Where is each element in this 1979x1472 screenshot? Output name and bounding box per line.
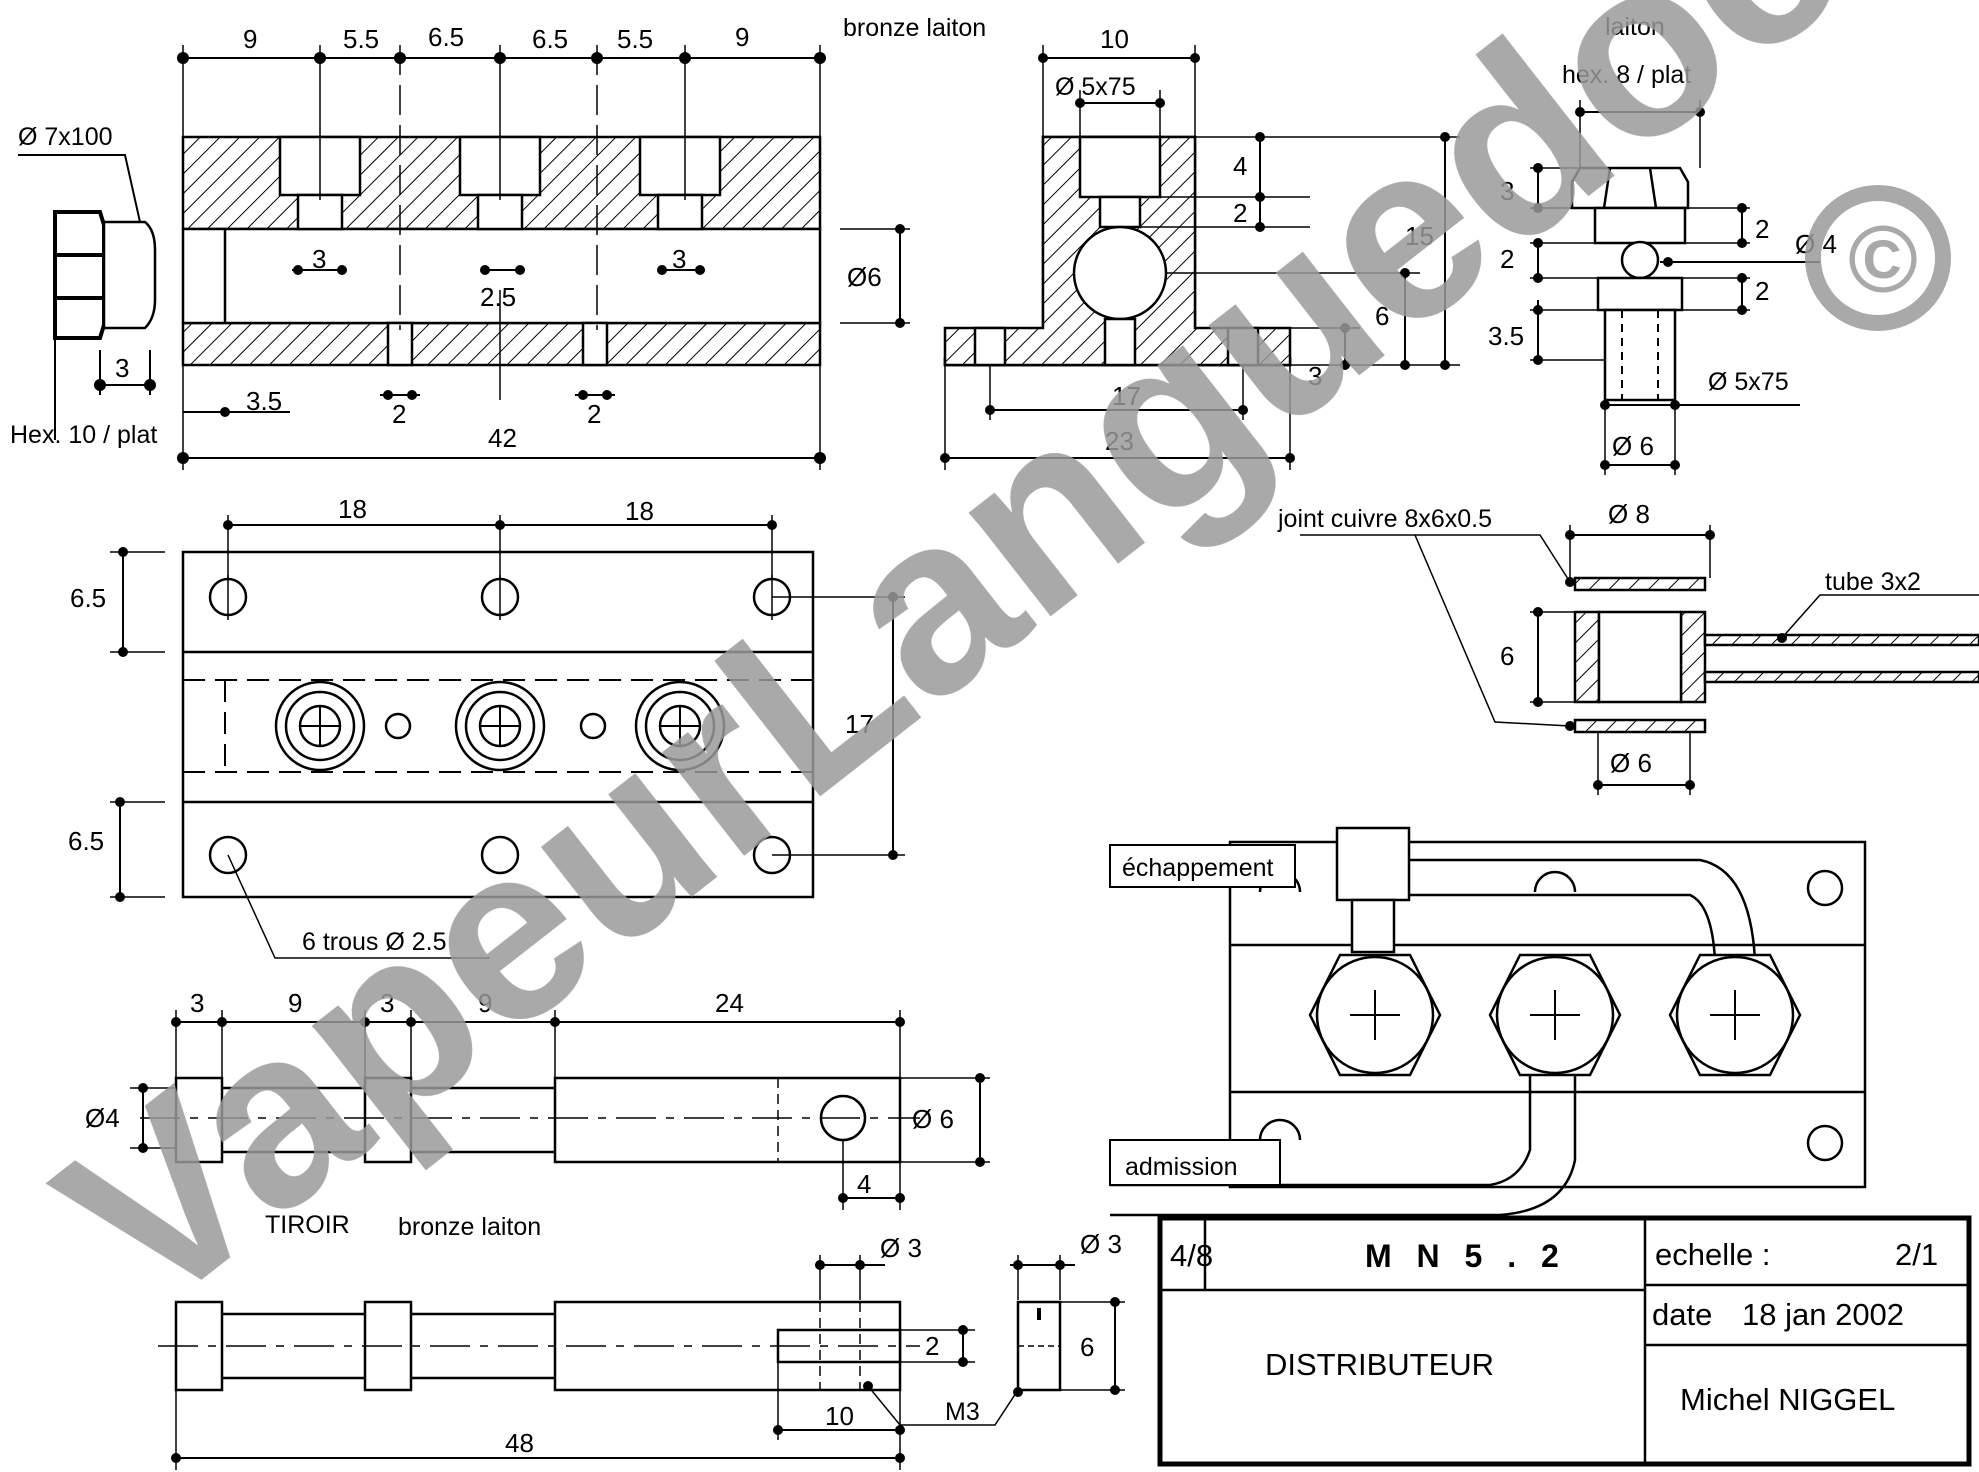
dim-slide-24: 24 (715, 988, 744, 1018)
dim-side-4: 4 (1233, 151, 1247, 181)
dim-side-6: 6 (1375, 301, 1389, 331)
dim-plan-18a: 18 (338, 494, 367, 524)
dim-bottom-48: 48 (505, 1428, 534, 1458)
dim-side-15: 15 (1405, 221, 1434, 251)
dim-fit-r2b: 2 (1755, 276, 1769, 306)
dim-top-9b: 9 (735, 22, 749, 52)
dim-side-2: 2 (1233, 198, 1247, 228)
dim-slide-9a: 9 (288, 988, 302, 1018)
dim-bottom-2: 2 (925, 1331, 939, 1361)
watermark-copyright: © (1848, 207, 1918, 313)
dim-fit-r2a: 2 (1755, 214, 1769, 244)
scale-value: 2/1 (1895, 1237, 1938, 1272)
body-section-view (177, 45, 910, 470)
dim-joint-dia8: Ø 8 (1608, 499, 1650, 529)
dim-slide-9b: 9 (478, 988, 492, 1018)
dim-side-3: 3 (1308, 361, 1322, 391)
tube-label: tube 3x2 (1825, 568, 1921, 596)
cross-thread-label: Ø 5x75 (1055, 73, 1136, 101)
cross-section-dots (940, 53, 1450, 463)
body-section-dims: 9 5.5 6.5 6.5 5.5 9 3 2.5 3 Ø6 3.5 2 2 4… (243, 14, 986, 453)
dim-port-2b: 2 (587, 399, 601, 429)
dim-slide-3a: 3 (190, 988, 204, 1018)
intake-label: admission (1125, 1153, 1238, 1181)
part-name: DISTRIBUTEUR (1265, 1347, 1494, 1382)
date-value: 18 jan 2002 (1742, 1297, 1904, 1332)
sheet-number: 4/8 (1170, 1238, 1213, 1273)
scale-label: echelle : (1655, 1237, 1770, 1272)
joint-label: joint cuivre 8x6x0.5 (1277, 505, 1492, 533)
plug-hex10 (53, 210, 157, 340)
dim-pipe-dia6: Ø 6 (1610, 748, 1652, 778)
dim-offset-35: 3.5 (246, 386, 282, 416)
dim-slide-4: 4 (857, 1169, 871, 1199)
model-number: M N 5 . 2 (1365, 1238, 1567, 1274)
dim-plan-65b: 6.5 (68, 826, 104, 856)
joint-tube-view (1573, 576, 1979, 734)
dim-length-42: 42 (488, 423, 517, 453)
six-holes-label: 6 trous Ø 2.5 (302, 928, 447, 956)
dim-top-65b: 6.5 (532, 24, 568, 54)
m3-label: M3 (945, 1398, 980, 1426)
title-block (1157, 1215, 1972, 1467)
dim-fit-35: 3.5 (1488, 321, 1524, 351)
hex10-label: Hex. 10 / plat (10, 421, 157, 449)
slide-name-label: TIROIR (265, 1211, 350, 1239)
slide-top-dots (171, 1260, 1120, 1463)
dim-top-55b: 5.5 (617, 24, 653, 54)
dim-top-55a: 5.5 (343, 24, 379, 54)
body-material-label: bronze laiton (843, 14, 986, 42)
dim-side-17: 17 (1112, 381, 1141, 411)
hex8-label: hex. 8 / plat (1562, 61, 1691, 89)
fitting-material-label: laiton (1605, 13, 1665, 41)
dim-plan-17: 17 (845, 709, 874, 739)
fitting-dots (1533, 107, 1747, 470)
dim-pin-dia3: Ø 3 (1080, 1229, 1122, 1259)
dim-slide-dia4: Ø4 (85, 1103, 120, 1133)
dim-side-23: 23 (1105, 426, 1134, 456)
dim-slide-dia6: Ø 6 (912, 1104, 954, 1134)
dim-port-2a: 2 (392, 399, 406, 429)
dim-top-65a: 6.5 (428, 22, 464, 52)
slide-top-view (158, 1300, 1062, 1392)
plug-thread-label: Ø 7x100 (18, 123, 113, 151)
dim-hole-3a: 3 (312, 244, 326, 274)
fitting-dims (1530, 100, 1820, 475)
dim-fit-dia6: Ø 6 (1612, 431, 1654, 461)
dim-bottom-dia3: Ø 3 (880, 1233, 922, 1263)
fitting-view (1570, 166, 1690, 402)
slide-dots (138, 1017, 985, 1203)
dim-top-9a: 9 (243, 24, 257, 54)
plan-dots (115, 520, 898, 902)
slide-material-label: bronze laiton (398, 1213, 541, 1241)
assembly-view (1109, 826, 1867, 1217)
dim-bottom-10: 10 (825, 1401, 854, 1431)
date-label: date (1652, 1297, 1712, 1332)
slide-valve-view (140, 1076, 920, 1164)
joint-dots (1533, 530, 1787, 790)
dim-plan-18b: 18 (625, 496, 654, 526)
dim-hole-25: 2.5 (480, 282, 516, 312)
dim-fit-2: 2 (1500, 244, 1514, 274)
plug-dims (18, 154, 156, 440)
dim-hole-3b: 3 (672, 244, 686, 274)
body-plan-view (110, 515, 905, 959)
dim-pipe-6: 6 (1500, 641, 1514, 671)
dim-fit-3: 3 (1500, 176, 1514, 206)
exhaust-label: échappement (1122, 854, 1274, 882)
dim-plan-65a: 6.5 (70, 583, 106, 613)
dim-bore-dia6: Ø6 (847, 262, 882, 292)
author-name: Michel NIGGEL (1680, 1382, 1895, 1417)
cross-section-bores (973, 135, 1260, 367)
dim-pin-6: 6 (1080, 1332, 1094, 1362)
dim-slide-3b: 3 (380, 988, 394, 1018)
dim-hex-3: 3 (115, 353, 129, 383)
fitting-thread-label: Ø 5x75 (1708, 368, 1789, 396)
dim-side-10: 10 (1100, 24, 1129, 54)
slide-top-dims (175, 1255, 1125, 1470)
cross-section-dims (944, 45, 1460, 470)
